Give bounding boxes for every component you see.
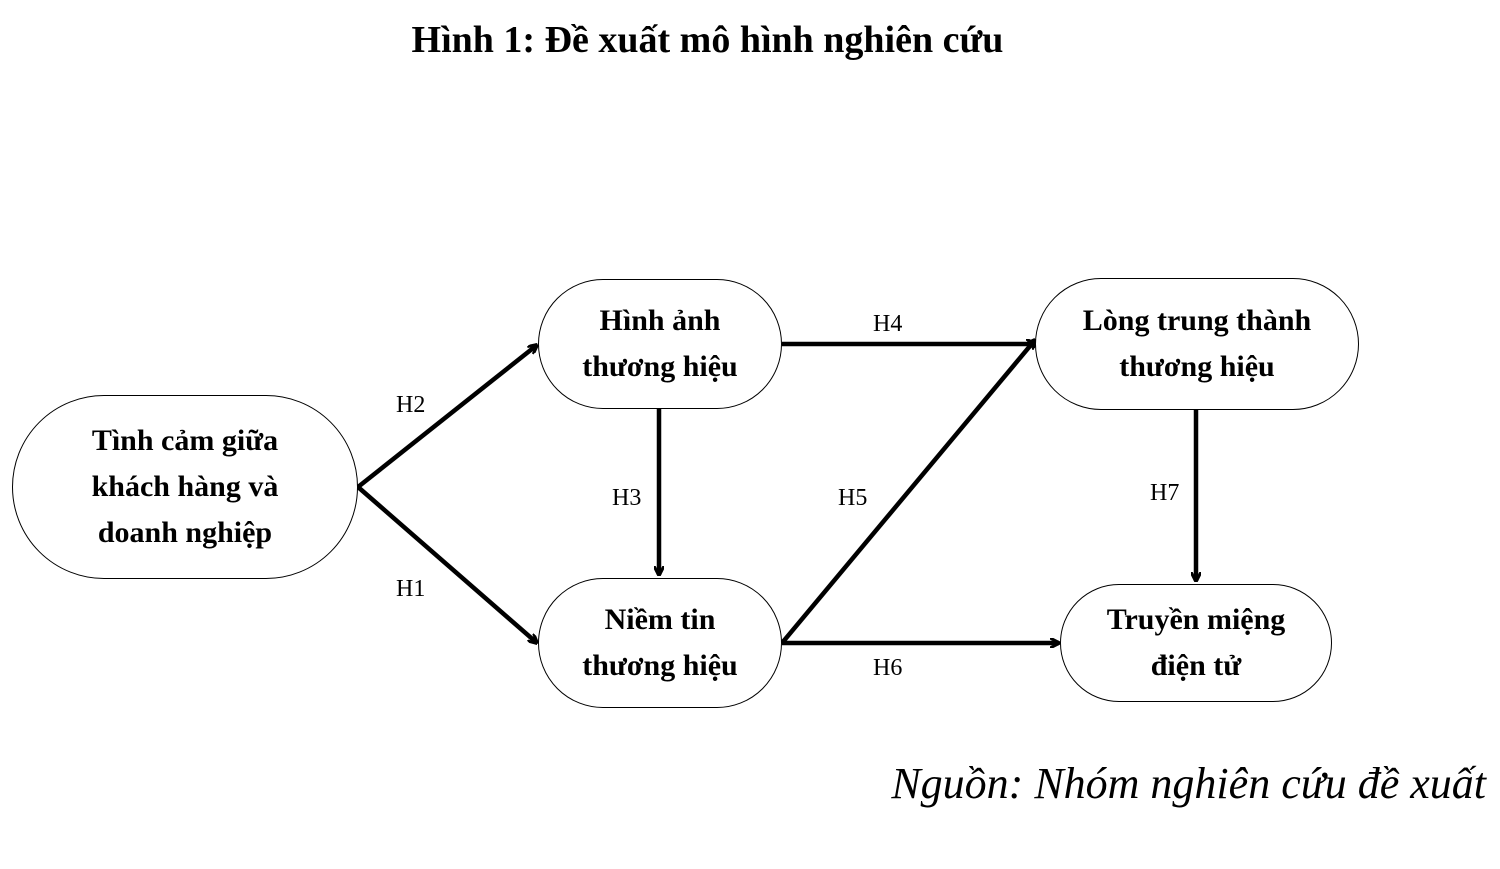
node-ewom-line-2: điện tử [1150,649,1242,682]
edge-h5-arrow [780,340,1035,645]
edge-label-h7: H7 [1150,480,1180,506]
edge-label-h2: H2 [396,392,426,418]
node-brand-trust: Niềm tin thương hiệu [538,578,782,708]
edge-label-h5: H5 [838,485,868,511]
node-brand-loyalty: Lòng trung thành thương hiệu [1035,278,1359,410]
source-note: Nguồn: Nhóm nghiên cứu đề xuất [891,759,1486,808]
node-brand-loyalty-line-2: thương hiệu [1119,350,1275,383]
edge-h2-arrow [356,345,537,489]
edge-label-h1: H1 [396,576,426,602]
node-brand-image-line-2: thương hiệu [582,350,738,383]
node-ewom-line-1: Truyền miệng [1106,603,1286,636]
node-emotion-line-2: khách hàng và [91,470,279,503]
node-brand-loyalty-line-1: Lòng trung thành [1082,304,1312,337]
node-emotion: Tình cảm giữa khách hàng và doanh nghiệp [12,395,358,579]
edge-h1-arrow [356,485,537,643]
node-brand-trust-line-2: thương hiệu [582,649,738,682]
node-brand-image-line-1: Hình ảnh [599,304,721,337]
node-ewom: Truyền miệng điện tử [1060,584,1332,702]
node-brand-image: Hình ảnh thương hiệu [538,279,782,409]
figure-title: Hình 1: Đề xuất mô hình nghiên cứu [411,19,1004,61]
edge-label-h4: H4 [873,311,903,337]
node-emotion-line-3: doanh nghiệp [97,516,273,549]
node-emotion-line-1: Tình cảm giữa [91,424,279,457]
node-brand-trust-line-1: Niềm tin [604,603,716,636]
edge-label-h6: H6 [873,655,903,681]
edge-label-h3: H3 [612,485,642,511]
